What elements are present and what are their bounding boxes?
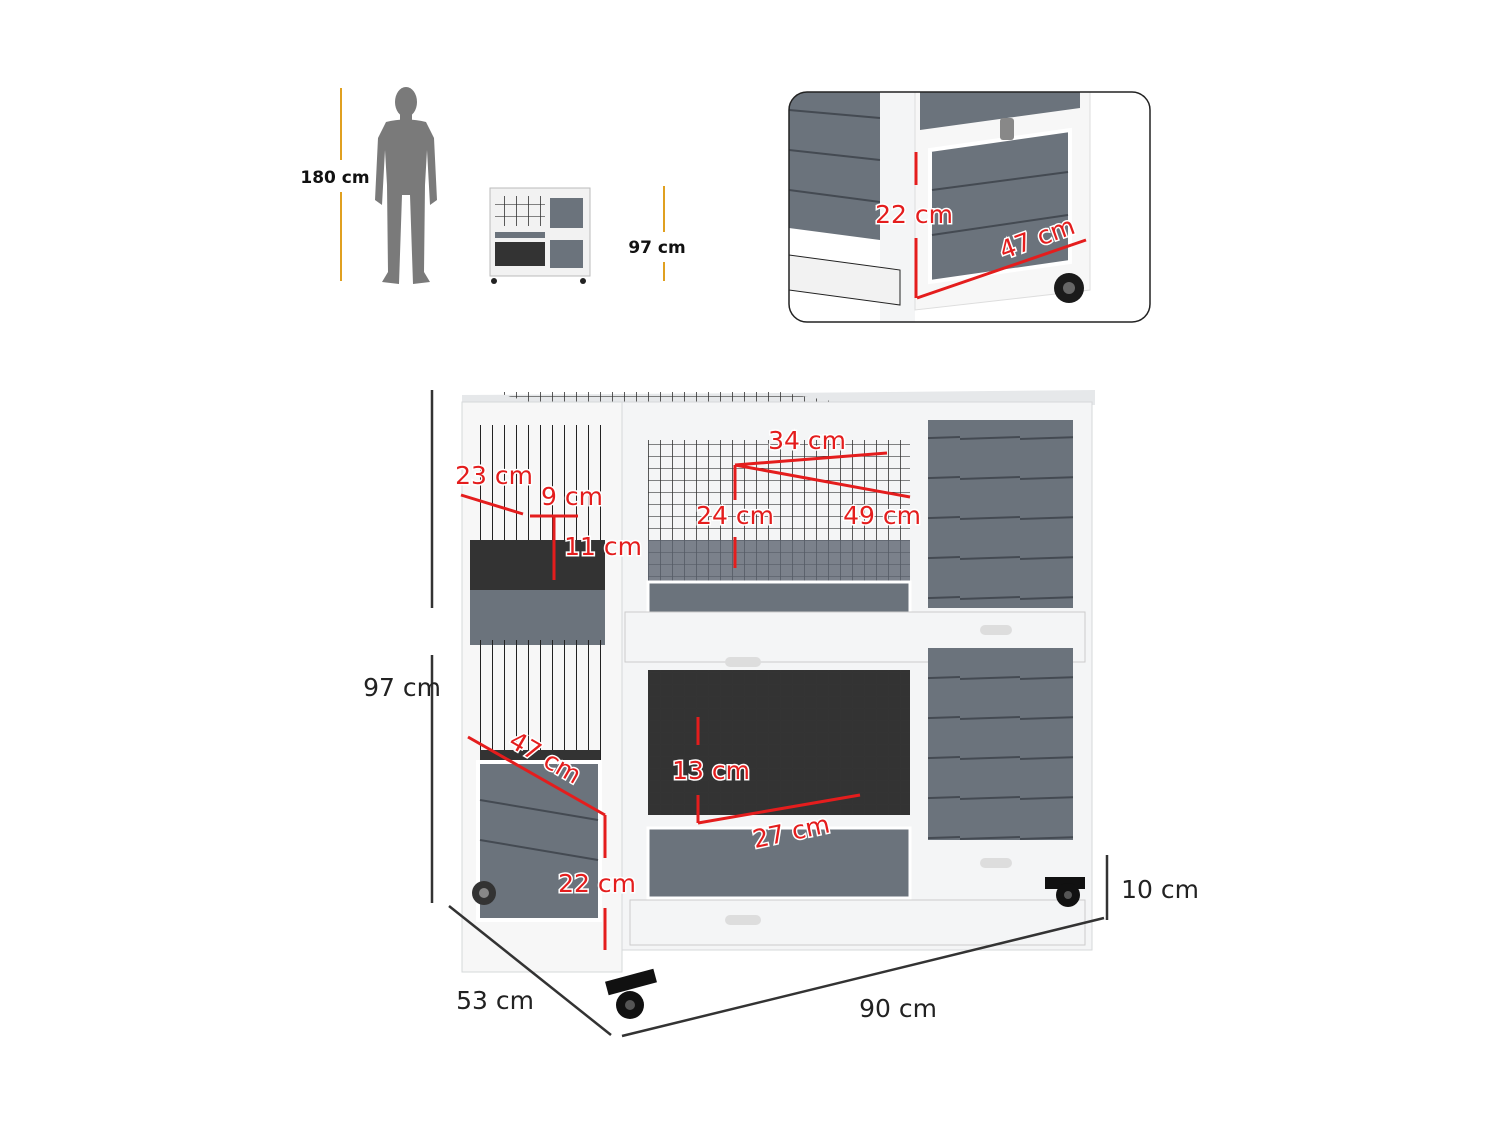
caster-wheel-icon bbox=[1045, 877, 1085, 907]
caster-wheel-icon bbox=[605, 968, 657, 1019]
hay-rack-height-label: 11 cm bbox=[564, 532, 642, 561]
overall-height-label: 97 cm bbox=[363, 673, 441, 702]
lower-front-door-height-label: 13 cm bbox=[672, 756, 750, 785]
overall-width-label: 90 cm bbox=[859, 994, 937, 1023]
inset-door-detail: 22 cm 47 cm bbox=[788, 91, 1151, 323]
width-dimension-line bbox=[621, 916, 1105, 1038]
caster-wheel-icon bbox=[472, 881, 496, 905]
scale-comparison: 180 cm 97 cm bbox=[300, 87, 686, 284]
mini-hutch-thumbnail bbox=[489, 187, 591, 284]
overall-depth-label: 53 cm bbox=[456, 986, 534, 1015]
depth-dimension-line bbox=[448, 905, 612, 1036]
overall-dimensions: 97 cm 53 cm 90 cm 10 cm bbox=[363, 390, 1199, 1038]
person-height-label: 180 cm bbox=[300, 168, 369, 188]
inset-height-label: 22 cm bbox=[875, 200, 953, 229]
upper-door-diagonal-label: 49 cm bbox=[843, 501, 921, 530]
product-height-label: 97 cm bbox=[628, 238, 685, 258]
inset-width-line bbox=[916, 238, 1087, 300]
wheel-clearance-label: 10 cm bbox=[1121, 875, 1199, 904]
lower-side-door-height-label: 22 cm bbox=[558, 869, 636, 898]
upper-door-height-label: 24 cm bbox=[696, 501, 774, 530]
upper-tier-annotations: 23 cm 9 cm 11 cm 34 cm 24 cm 49 cm bbox=[454, 425, 922, 580]
hay-rack-depth-label: 9 cm bbox=[541, 482, 603, 511]
hutch-illustration bbox=[461, 390, 1095, 1019]
person-silhouette-icon bbox=[375, 87, 437, 284]
upper-door-width-label: 34 cm bbox=[768, 426, 846, 455]
hay-rack-width-label: 23 cm bbox=[455, 461, 533, 490]
